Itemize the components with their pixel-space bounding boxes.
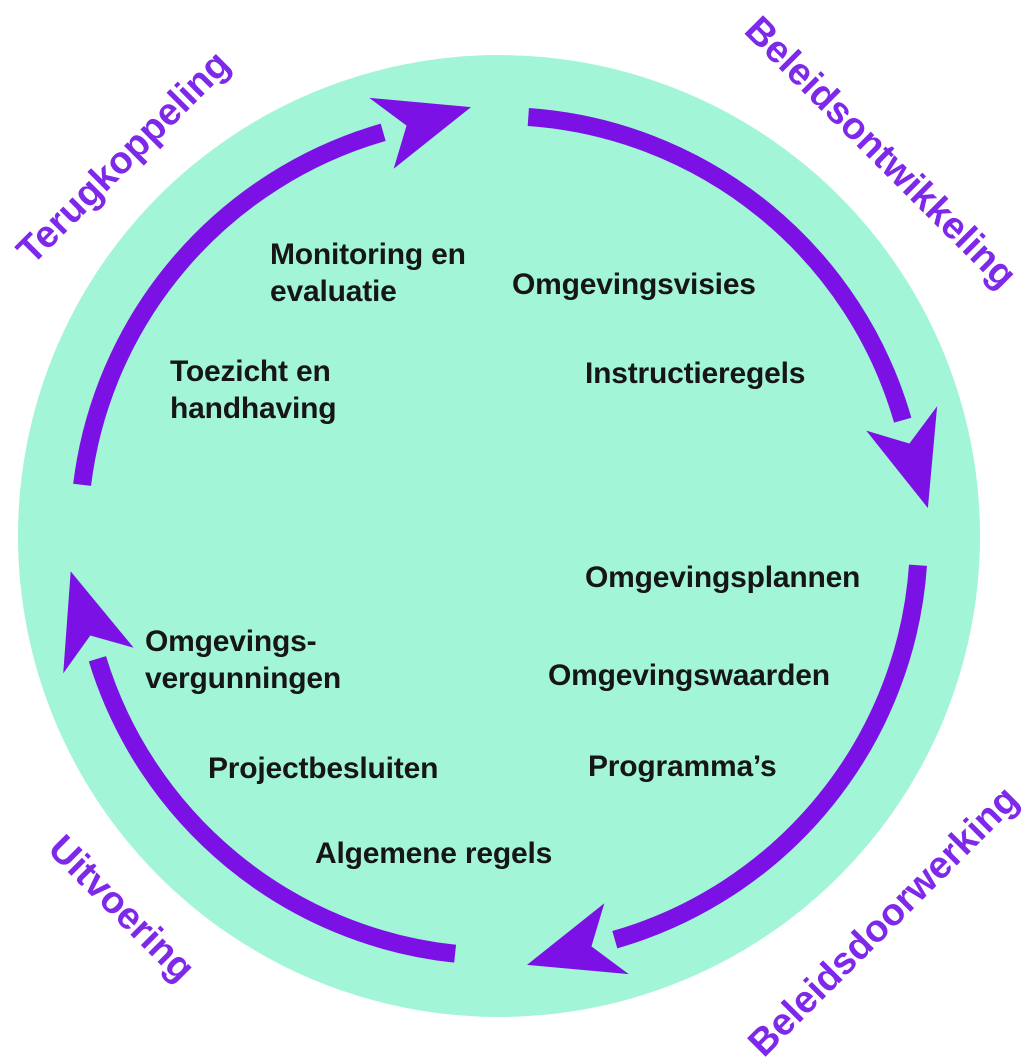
instrument-label-omgevingswaarden: Omgevingswaarden [548, 659, 830, 692]
cycle-arrow-beleidsdoorwerking [526, 564, 927, 975]
instrument-label-projectbesluiten: Projectbesluiten [208, 752, 439, 785]
instrument-label-toezicht-en-handhaving: Toezicht en handhaving [170, 355, 337, 425]
instrument-label-algemene-regels: Algemene regels [315, 837, 553, 870]
instrument-label-omgevingsvisies: Omgevingsvisies [512, 268, 756, 301]
instrument-label-omgevingsplannen: Omgevingsplannen [585, 561, 861, 594]
instrument-label-instructieregels: Instructieregels [585, 357, 806, 390]
cycle-arrow-beleidsontwikkeling [527, 108, 938, 509]
instrument-label-omgevingsvergunningen: Omgevings- vergunningen [145, 625, 341, 695]
instrument-label-programmas: Programma’s [588, 750, 777, 783]
cycle-background-circle [18, 55, 980, 1017]
cycle-arrow-terugkoppeling [73, 97, 472, 486]
cycle-arrow-uitvoering [63, 571, 457, 963]
instrument-label-monitoring-en-evaluatie: Monitoring en evaluatie [270, 238, 466, 308]
